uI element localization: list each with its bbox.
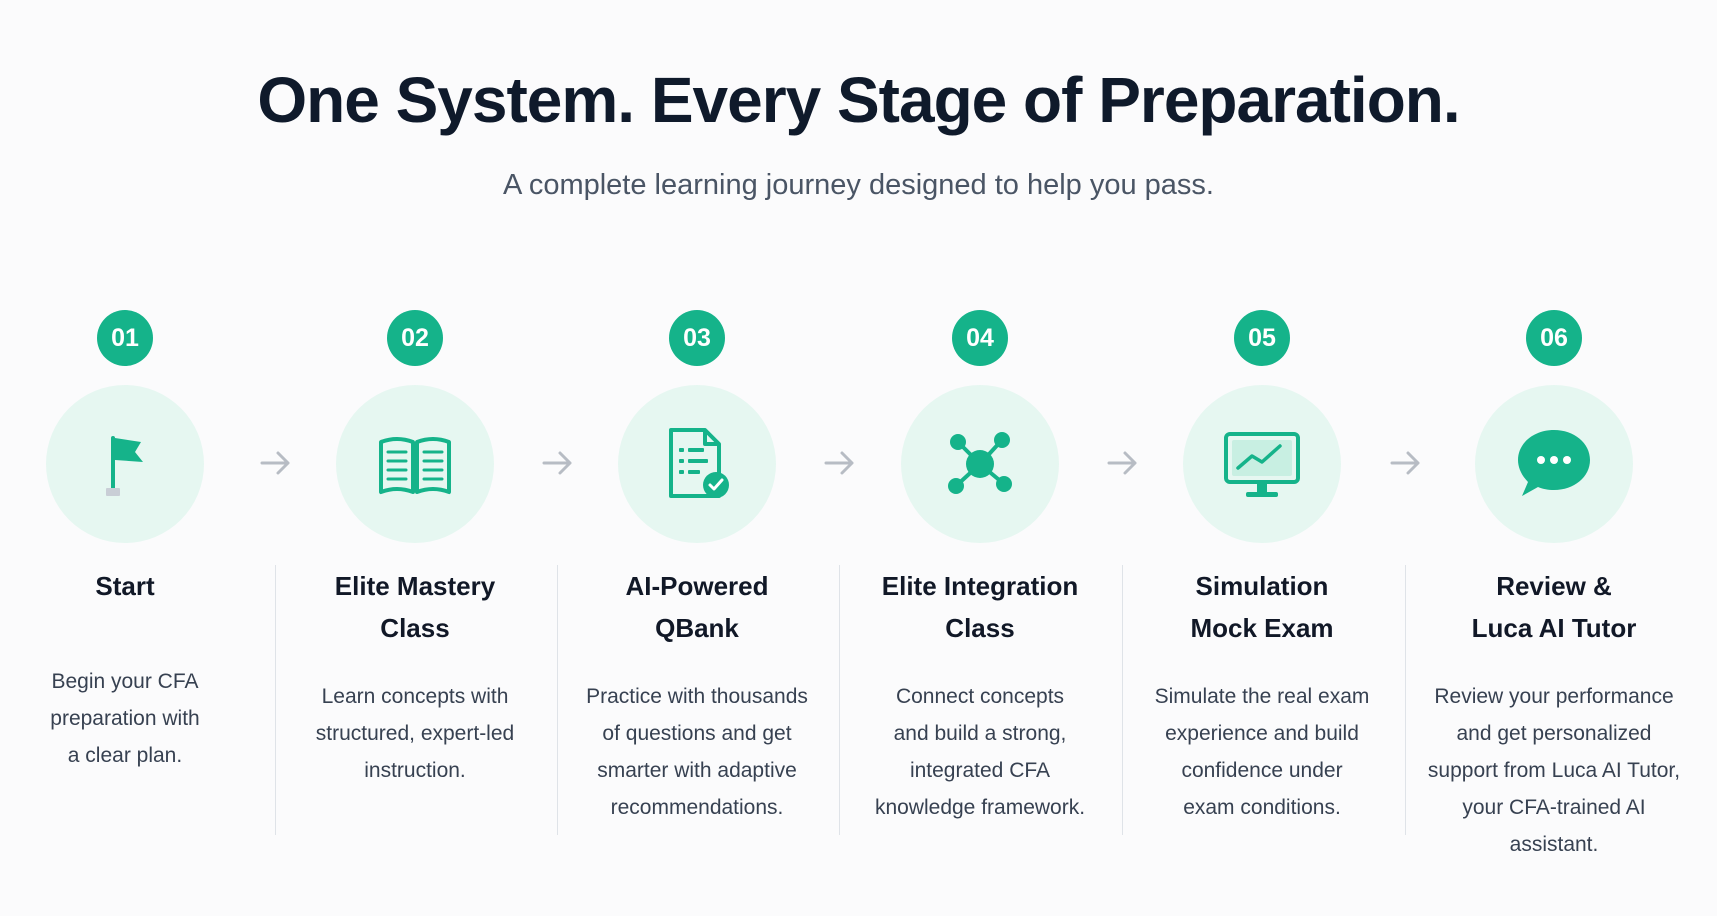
step-desc-line: exam conditions. (1183, 796, 1341, 819)
step-number-badge: 02 (387, 310, 443, 366)
step-title-line: Elite Mastery (334, 571, 496, 601)
step-review-luca-ai-tutor: 06 Review & Luca AI Tutor Review your pe… (1414, 0, 1694, 916)
step-desc-line: and get personalized (1456, 722, 1652, 745)
arrow-right-icon (542, 451, 572, 475)
arrow-right-icon (1107, 451, 1137, 475)
page-subtitle: A complete learning journey designed to … (503, 169, 1214, 201)
step-desc-line: Connect concepts (895, 685, 1065, 708)
step-desc-line: instruction. (364, 759, 466, 782)
document-check-icon (669, 428, 729, 498)
arrow-right-icon (260, 451, 290, 475)
step-number-badge: 05 (1234, 310, 1290, 366)
step-desc-line: a clear plan. (67, 744, 183, 767)
step-desc-line: and build a strong, (893, 722, 1067, 745)
step-description: Review your performance and get personal… (1414, 678, 1694, 863)
step-desc-line: your CFA-trained AI (1462, 796, 1646, 819)
step-desc-line: of questions and get (602, 722, 792, 745)
step-title: Simulation Mock Exam (1122, 565, 1402, 649)
step-title-line: Start (95, 571, 155, 601)
step-icon-circle (618, 385, 776, 543)
step-description: Practice with thousands of questions and… (567, 678, 827, 826)
step-elite-mastery-class: 02 Elite Mastery Class Learn concepts wi… (275, 0, 555, 916)
chat-bubble-icon (1518, 430, 1590, 496)
step-number-badge: 03 (669, 310, 725, 366)
step-ai-powered-qbank: 03 AI-Powered QBank Practice with thousa… (557, 0, 837, 916)
step-title-line: Elite Integration (881, 571, 1079, 601)
arrow-right-icon (1390, 451, 1420, 475)
step-description: Connect concepts and build a strong, int… (850, 678, 1110, 826)
step-desc-line: experience and build (1165, 722, 1359, 745)
step-desc-line: confidence under (1181, 759, 1343, 782)
step-icon-circle (1475, 385, 1633, 543)
column-divider (1122, 565, 1123, 835)
column-divider (839, 565, 840, 835)
step-description: Simulate the real exam experience and bu… (1132, 678, 1392, 826)
step-desc-line: structured, expert-led (315, 722, 515, 745)
step-description: Begin your CFA preparation with a clear … (0, 663, 255, 774)
step-elite-integration-class: 04 Elite Integration Class Connect conce… (840, 0, 1120, 916)
step-title-line: Class (945, 613, 1015, 643)
step-icon-circle (901, 385, 1059, 543)
monitor-chart-icon (1224, 432, 1300, 497)
step-title-line: Review & (1496, 571, 1612, 601)
arrow-right-icon (824, 451, 854, 475)
step-desc-line: preparation with (50, 707, 200, 730)
column-divider (1405, 565, 1406, 835)
step-title: AI-Powered QBank (557, 565, 837, 649)
step-desc-line: recommendations. (610, 796, 784, 819)
step-title: Elite Mastery Class (275, 565, 555, 649)
flag-icon (106, 436, 143, 496)
open-book-icon (379, 437, 451, 494)
step-description: Learn concepts with structured, expert-l… (285, 678, 545, 789)
network-icon (948, 432, 1012, 494)
step-title-line: Class (380, 613, 450, 643)
step-desc-line: integrated CFA (909, 759, 1051, 782)
step-desc-line: Practice with thousands (586, 685, 808, 708)
column-divider (275, 565, 276, 835)
step-number-badge: 04 (952, 310, 1008, 366)
step-icon-circle (46, 385, 204, 543)
step-title-line: AI-Powered (625, 571, 769, 601)
step-icon-circle (1183, 385, 1341, 543)
page-title: One System. Every Stage of Preparation. (257, 64, 1460, 136)
step-title-line: Mock Exam (1190, 613, 1334, 643)
step-start: 01 Start Begin your CFA preparation with… (0, 0, 265, 916)
step-title: Review & Luca AI Tutor (1414, 565, 1694, 649)
step-icon-circle (336, 385, 494, 543)
step-title-line: QBank (655, 613, 739, 643)
step-simulation-mock-exam: 05 Simulation Mock Exam Simulate the rea… (1122, 0, 1402, 916)
step-desc-line: knowledge framework. (874, 796, 1086, 819)
step-title: Elite Integration Class (840, 565, 1120, 649)
step-desc-line: Learn concepts with (321, 685, 509, 708)
step-desc-line: Begin your CFA (51, 670, 199, 693)
step-desc-line: assistant. (1509, 833, 1599, 856)
step-desc-line: Simulate the real exam (1154, 685, 1370, 708)
step-desc-line: Review your performance (1434, 685, 1674, 708)
step-title-line: Simulation (1195, 571, 1329, 601)
step-number-badge: 01 (97, 310, 153, 366)
step-desc-line: support from Luca AI Tutor, (1427, 759, 1681, 782)
step-title: Start (0, 565, 265, 607)
step-title-line: Luca AI Tutor (1471, 613, 1637, 643)
column-divider (557, 565, 558, 835)
step-desc-line: smarter with adaptive (597, 759, 797, 782)
step-number-badge: 06 (1526, 310, 1582, 366)
